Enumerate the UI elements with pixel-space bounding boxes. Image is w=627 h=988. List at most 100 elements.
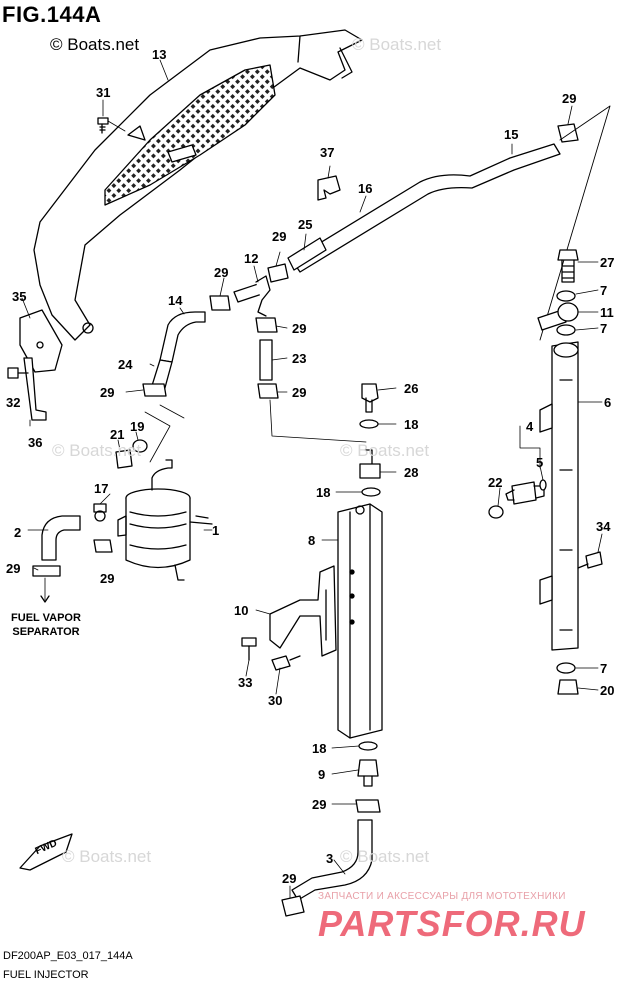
bolt-17 [93,503,107,522]
part-label-16: 16 [358,181,373,196]
bolt-31 [97,117,126,134]
washer-7-c [556,662,576,674]
figure-title: FIG.144A [2,2,102,27]
part-label-29: 29 [272,229,287,244]
part-label-9: 9 [318,767,326,782]
part-label-29: 29 [214,265,229,280]
washer-7-a [556,290,576,302]
part-label-11: 11 [600,305,614,320]
part-label-25: 25 [298,217,313,232]
bolt-33 [241,637,257,661]
part-label-12: 12 [244,251,259,266]
fitting-28 [359,449,381,479]
watermark: © Boats.net [352,35,442,54]
delivery-pipe-6 [539,341,579,651]
cover-part [33,29,363,341]
part-label-29: 29 [100,385,115,400]
plug-20 [557,679,579,695]
part-label-34: 34 [596,519,611,534]
washer-7-b [556,324,576,336]
part-label-23: 23 [292,351,307,366]
part-label-27: 27 [600,255,615,270]
fuel-vapor-note: FUEL VAPOR SEPARATOR [4,612,88,640]
part-label-4: 4 [526,419,534,434]
part-label-24: 24 [118,357,133,372]
part-label-18: 18 [316,485,331,500]
fitting-12 [233,275,271,317]
vapor-separator-1 [117,459,213,581]
part-label-5: 5 [536,455,544,470]
part-label-20: 20 [600,683,615,698]
rail-8 [337,503,383,739]
part-label-36: 36 [28,435,43,450]
injector-4 [505,481,545,505]
part-label-35: 35 [12,289,27,304]
clamp-29-e [255,317,278,333]
part-label-22: 22 [488,475,503,490]
ring-22 [488,505,504,519]
ring-5 [539,479,547,491]
part-label-29: 29 [562,91,577,106]
plug-26 [361,383,379,413]
hose-14 [159,311,206,363]
fitting-9 [357,759,379,787]
watermark: © Boats.net [62,847,152,866]
washer-18-b [361,487,381,497]
part-label-7: 7 [600,321,608,336]
part-label-19: 19 [130,419,145,434]
washer-18-c [358,741,378,751]
bracket-10 [269,565,337,657]
injector-leader [519,425,541,469]
bolt-34 [577,551,603,569]
clamp-29-f [257,383,279,399]
clamp-29-h [355,799,381,813]
part-label-32: 32 [6,395,21,410]
clip-37 [317,175,341,201]
leader-lines [21,59,603,899]
part-label-1: 1 [212,523,220,538]
clamp-29-c [209,295,231,311]
part-label-3: 3 [326,851,334,866]
part-label-30: 30 [268,693,283,708]
part-label-7: 7 [600,661,608,676]
part-label-18: 18 [312,741,327,756]
section-name: FUEL INJECTOR [3,969,89,981]
grommet-19 [132,439,148,453]
hose-23 [259,339,273,381]
watermark: © Boats.net [340,441,430,460]
hose-16 [291,143,561,273]
part-label-18: 18 [404,417,419,432]
part-label-14: 14 [168,293,183,308]
bracket-line [539,105,611,341]
hose-2 [32,515,81,603]
part-label-29: 29 [292,385,307,400]
fuel-vapor-line2: SEPARATOR [12,625,80,638]
copyright: © Boats.net [50,35,140,54]
part-label-37: 37 [320,145,335,160]
part-label-6: 6 [604,395,612,410]
washer-18-a [359,419,379,429]
part-label-17: 17 [94,481,109,496]
part-label-2: 2 [14,525,22,540]
elbow-11 [537,302,579,331]
part-label-29: 29 [100,571,115,586]
clamp-29-i [281,895,305,917]
part-label-26: 26 [404,381,419,396]
part-label-10: 10 [234,603,249,618]
part-label-33: 33 [238,675,253,690]
leader-line [269,399,367,443]
part-label-28: 28 [404,465,419,480]
bracket-36 [7,357,47,421]
part-label-8: 8 [308,533,316,548]
part-label-7: 7 [600,283,608,298]
bracket-35 [19,309,63,373]
part-label-29: 29 [6,561,21,576]
watermark: © Boats.net [340,847,430,866]
fwd-arrow-icon [19,833,73,871]
bolt-27 [557,249,579,283]
clamp-29-b [142,383,167,397]
part-label-15: 15 [504,127,519,142]
part-label-29: 29 [292,321,307,336]
bolt-30 [271,655,301,671]
